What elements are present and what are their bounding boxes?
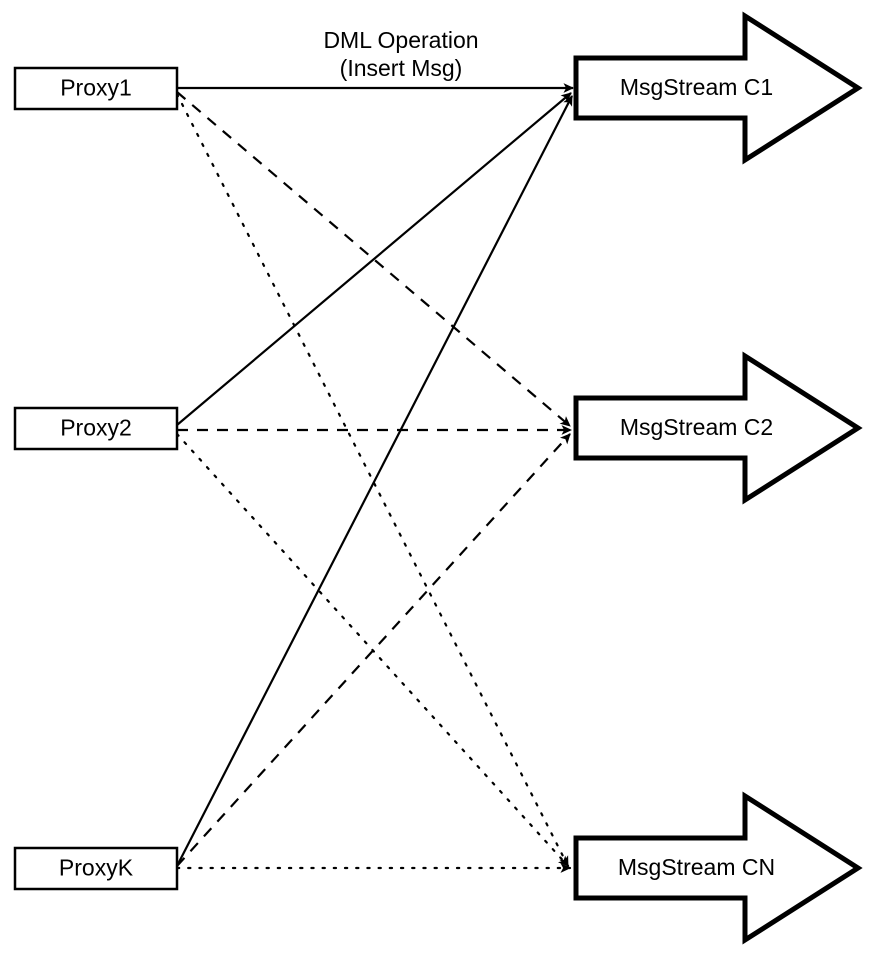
dml-caption-line2: (Insert Msg) xyxy=(340,55,463,81)
node-proxy2-label: Proxy2 xyxy=(60,415,132,441)
stream-arrow-layer: MsgStream C1 MsgStream C2 MsgStream CN xyxy=(573,11,863,945)
stream-arrow-c2-shape[interactable] xyxy=(573,351,863,505)
node-proxy1-label: Proxy1 xyxy=(60,75,132,101)
node-proxy2-rect[interactable] xyxy=(13,406,179,451)
stream-arrow-cn-label: MsgStream CN xyxy=(618,854,775,880)
edge-layer xyxy=(175,83,574,873)
edge-proxy1-to-c2 xyxy=(176,91,571,427)
edge-proxy2-to-c1 xyxy=(176,92,572,426)
node-proxy1[interactable]: Proxy1 xyxy=(13,66,179,111)
stream-arrow-c1-label: MsgStream C1 xyxy=(620,74,773,100)
stream-arrow-c1-shape[interactable] xyxy=(573,11,863,165)
stream-arrow-c2-label: MsgStream C2 xyxy=(620,414,773,440)
stream-arrow-cn[interactable]: MsgStream CN xyxy=(573,791,863,945)
stream-arrow-c2[interactable]: MsgStream C2 xyxy=(573,351,863,505)
source-node-layer: Proxy1 Proxy2 ProxyK xyxy=(13,66,179,891)
edge-proxy2-to-cn xyxy=(175,432,570,868)
edge-proxyk-to-c1 xyxy=(176,95,573,867)
dml-caption-line1: DML Operation xyxy=(323,27,478,53)
stream-arrow-c1[interactable]: MsgStream C1 xyxy=(573,11,863,165)
node-proxyk-rect[interactable] xyxy=(13,846,179,891)
stream-arrow-cn-shape[interactable] xyxy=(573,791,863,945)
node-proxyk-label: ProxyK xyxy=(59,855,134,881)
node-proxy2[interactable]: Proxy2 xyxy=(13,406,179,451)
dml-operation-caption: DML Operation (Insert Msg) xyxy=(323,27,478,81)
node-proxyk[interactable]: ProxyK xyxy=(13,846,179,891)
node-proxy1-rect[interactable] xyxy=(13,66,179,111)
edge-proxyk-to-c2 xyxy=(176,433,571,867)
